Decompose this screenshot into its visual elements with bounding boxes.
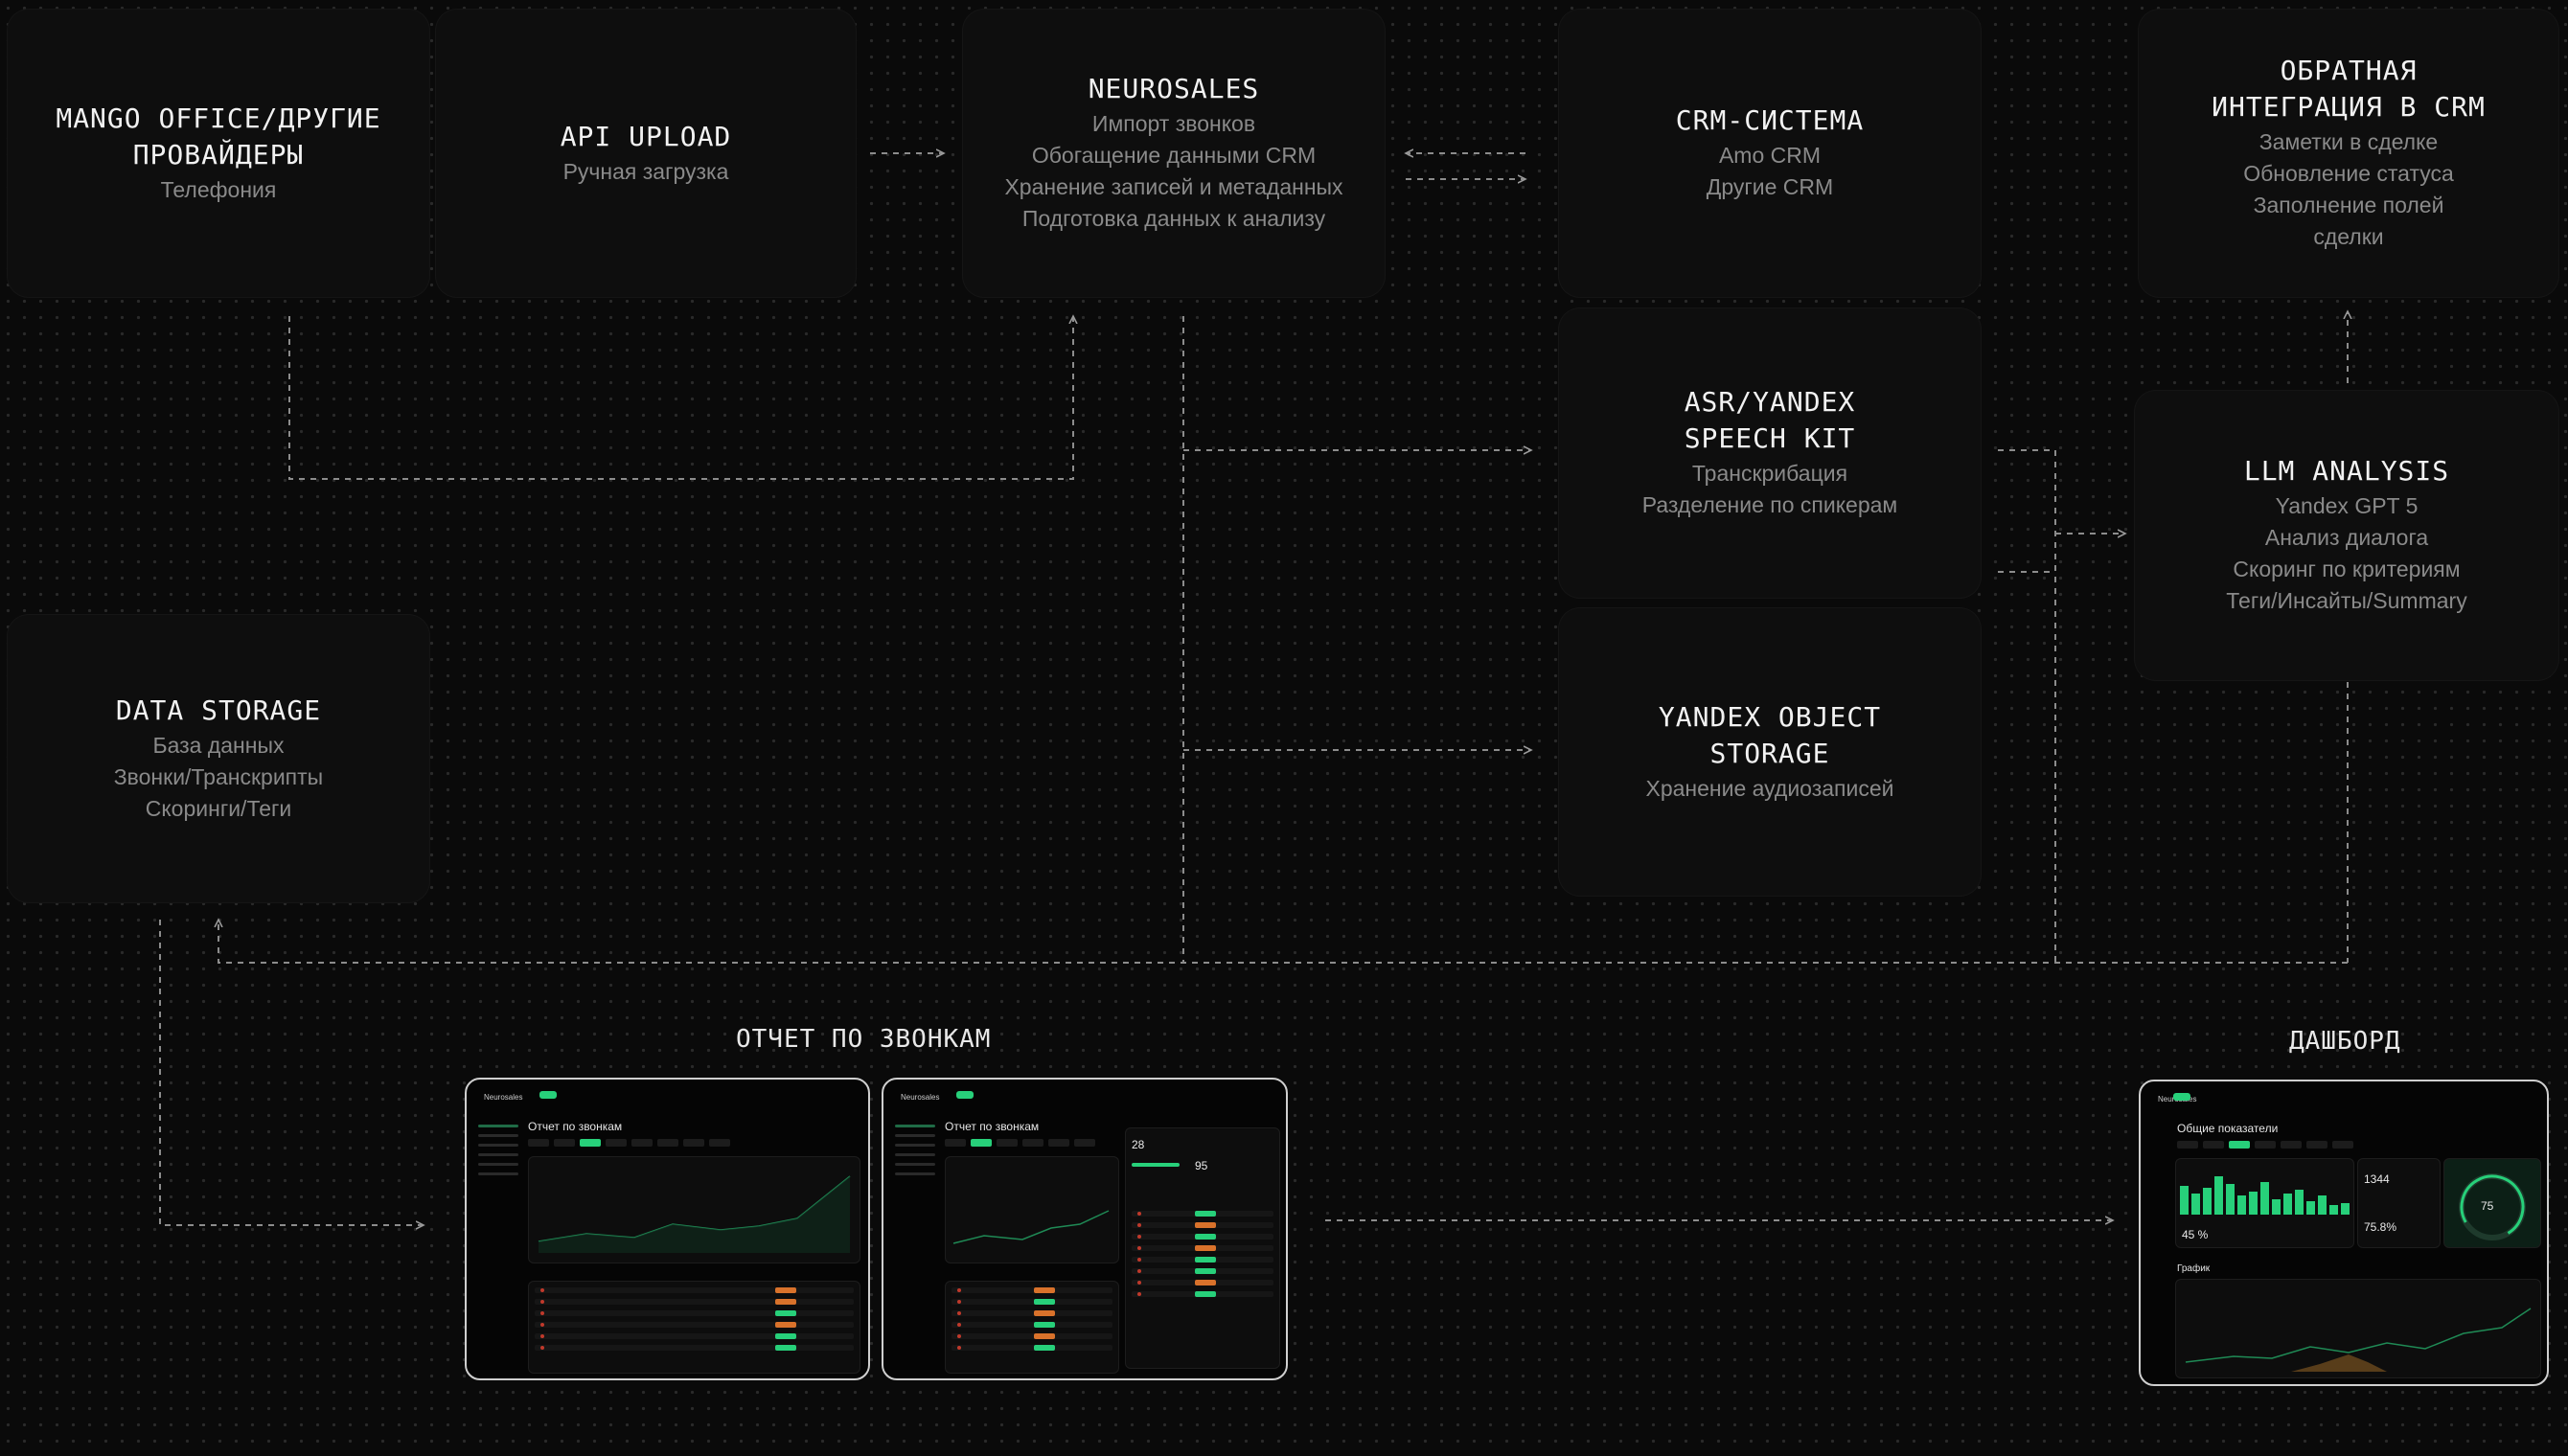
neurosales-line-4: Подготовка данных к анализу [1021,206,1326,231]
crm-integration-title-2: ИНТЕГРАЦИЯ В CRM [2212,91,2486,123]
shot1-chart-panel [528,1156,860,1263]
crm-integration-line-3: Заполнение полей [2253,193,2444,217]
neurosales-line-3: Хранение записей и метаданных [1004,174,1343,199]
shot2-score-big: 95 [1195,1159,1208,1172]
shot3-metric-panel: 1344 75.8% [2357,1158,2441,1248]
crm-integration-line-2: Обновление статуса [2243,161,2454,186]
telephony-title-1: MANGO OFFICE/ДРУГИЕ [56,102,381,134]
shot2-line-chart [952,1210,1110,1244]
crm-line-2: Другие CRM [1706,174,1834,199]
connector-telephony-to-neurosales [288,316,1073,480]
shot3-chart-label: График [2177,1263,2211,1274]
telephony-title-2: ПРОВАЙДЕРЫ [132,138,305,171]
shot2-heading: Отчет по звонкам [945,1120,1040,1133]
asr-title-1: ASR/YANDEX [1684,386,1856,418]
shot2-sidebar [891,1118,939,1369]
llm-line-3: Скоринг по критериям [2233,557,2461,581]
data-storage-line-1: База данных [152,732,285,758]
shot2-badge [956,1091,974,1099]
calls-report-label: ОТЧЕТ ПО ЗВОНКАМ [736,1025,992,1054]
neurosales-line-2: Обогащение данными CRM [1031,143,1317,168]
crm-integration-title-1: ОБРАТНАЯ [2280,55,2418,86]
neurosales-line-1: Импорт звонков [1091,111,1256,136]
api-upload-card: API UPLOAD Ручная загрузка [436,10,856,297]
shot1-heading: Отчет по звонкам [528,1120,623,1133]
crm-integration-line-1: Заметки в сделке [2258,129,2439,154]
shot1-brand: Neurosales [484,1093,523,1102]
shot3-gauge [2459,1173,2526,1240]
connector-storage-to-reports [159,920,424,1225]
shot1-filters [528,1139,730,1147]
crm-card: CRM-СИСТЕМА Amo CRM Другие CRM [1559,10,1981,297]
shot3-metric-c: 75.8% [2364,1220,2397,1234]
asr-line-2: Разделение по спикерам [1641,492,1898,517]
asr-card: ASR/YANDEX SPEECH KIT Транскрибация Разд… [1559,308,1981,598]
asr-title-2: SPEECH KIT [1684,422,1856,454]
dashboard-screenshot[interactable]: Neurosales Общие показатели 45 % 1344 75… [2139,1080,2549,1386]
llm-line-1: Yandex GPT 5 [2275,493,2419,518]
object-storage-title-2: STORAGE [1709,737,1830,769]
object-storage-line-1: Хранение аудиозаписей [1645,775,1894,801]
calls-report-screenshot-2[interactable]: Neurosales Отчет по звонкам 28 95 [882,1078,1288,1380]
data-storage-line-3: Скоринги/Теги [145,795,292,821]
llm-card: LLM ANALYSIS Yandex GPT 5 Анализ диалога… [2135,391,2558,680]
shot2-results-list [1126,1205,1279,1303]
shot2-calls-table [945,1281,1119,1374]
api-upload-title: API UPLOAD [560,120,732,152]
llm-line-4: Теги/Инсайты/Summary [2226,588,2467,613]
data-storage-card: DATA STORAGE База данных Звонки/Транскри… [8,615,429,902]
shot3-metric-b: 45 % [2182,1228,2209,1241]
shot2-detail-panel: 28 95 [1125,1127,1280,1369]
shot3-bar-panel: 45 % [2175,1158,2354,1248]
telephony-card: MANGO OFFICE/ДРУГИЕ ПРОВАЙДЕРЫ Телефония [8,10,429,297]
shot3-heading: Общие показатели [2177,1122,2279,1135]
data-storage-line-2: Звонки/Транскрипты [113,763,324,789]
telephony-line-1: Телефония [160,176,277,202]
shot1-sidebar [474,1118,522,1369]
shot1-line-chart [538,1175,851,1253]
neurosales-card: NEUROSALES Импорт звонков Обогащение дан… [963,10,1385,297]
data-storage-title: DATA STORAGE [115,694,322,726]
llm-title: LLM ANALYSIS [2243,455,2450,487]
shot3-chart-panel [2175,1279,2541,1378]
shot3-badge [2173,1093,2190,1101]
shot3-bar-chart [2180,1176,2350,1215]
shot3-gauge-panel: 75 [2443,1158,2541,1248]
crm-integration-card: ОБРАТНАЯ ИНТЕГРАЦИЯ В CRM Заметки в сдел… [2139,10,2558,297]
crm-title: CRM-СИСТЕМА [1675,104,1865,136]
shot3-filters [2177,1141,2353,1149]
neurosales-title: NEUROSALES [1088,73,1260,104]
shot2-chart-panel [945,1156,1119,1263]
object-storage-card: YANDEX OBJECT STORAGE Хранение аудиозапи… [1559,608,1981,896]
shot2-progress [1132,1163,1180,1167]
api-upload-line-1: Ручная загрузка [562,158,729,184]
asr-line-1: Транскрибация [1691,461,1848,486]
llm-line-2: Анализ диалога [2264,525,2429,550]
shot3-metric-a: 1344 [2364,1172,2390,1186]
shot2-filters [945,1139,1095,1147]
crm-line-1: Amo CRM [1718,143,1822,168]
calls-report-screenshot-1[interactable]: Neurosales Отчет по звонкам [465,1078,870,1380]
shot2-score-small: 28 [1132,1138,1145,1151]
shot3-gauge-value: 75 [2481,1199,2494,1213]
shot1-calls-table [528,1281,860,1374]
shot3-line-chart [2185,1308,2532,1372]
dashboard-label: ДАШБОРД [2289,1027,2401,1056]
crm-integration-line-4: сделки [2313,224,2384,249]
shot1-badge [539,1091,557,1099]
connector-bottom-bus [218,920,2348,964]
object-storage-title-1: YANDEX OBJECT [1658,700,1882,733]
shot2-brand: Neurosales [901,1093,940,1102]
